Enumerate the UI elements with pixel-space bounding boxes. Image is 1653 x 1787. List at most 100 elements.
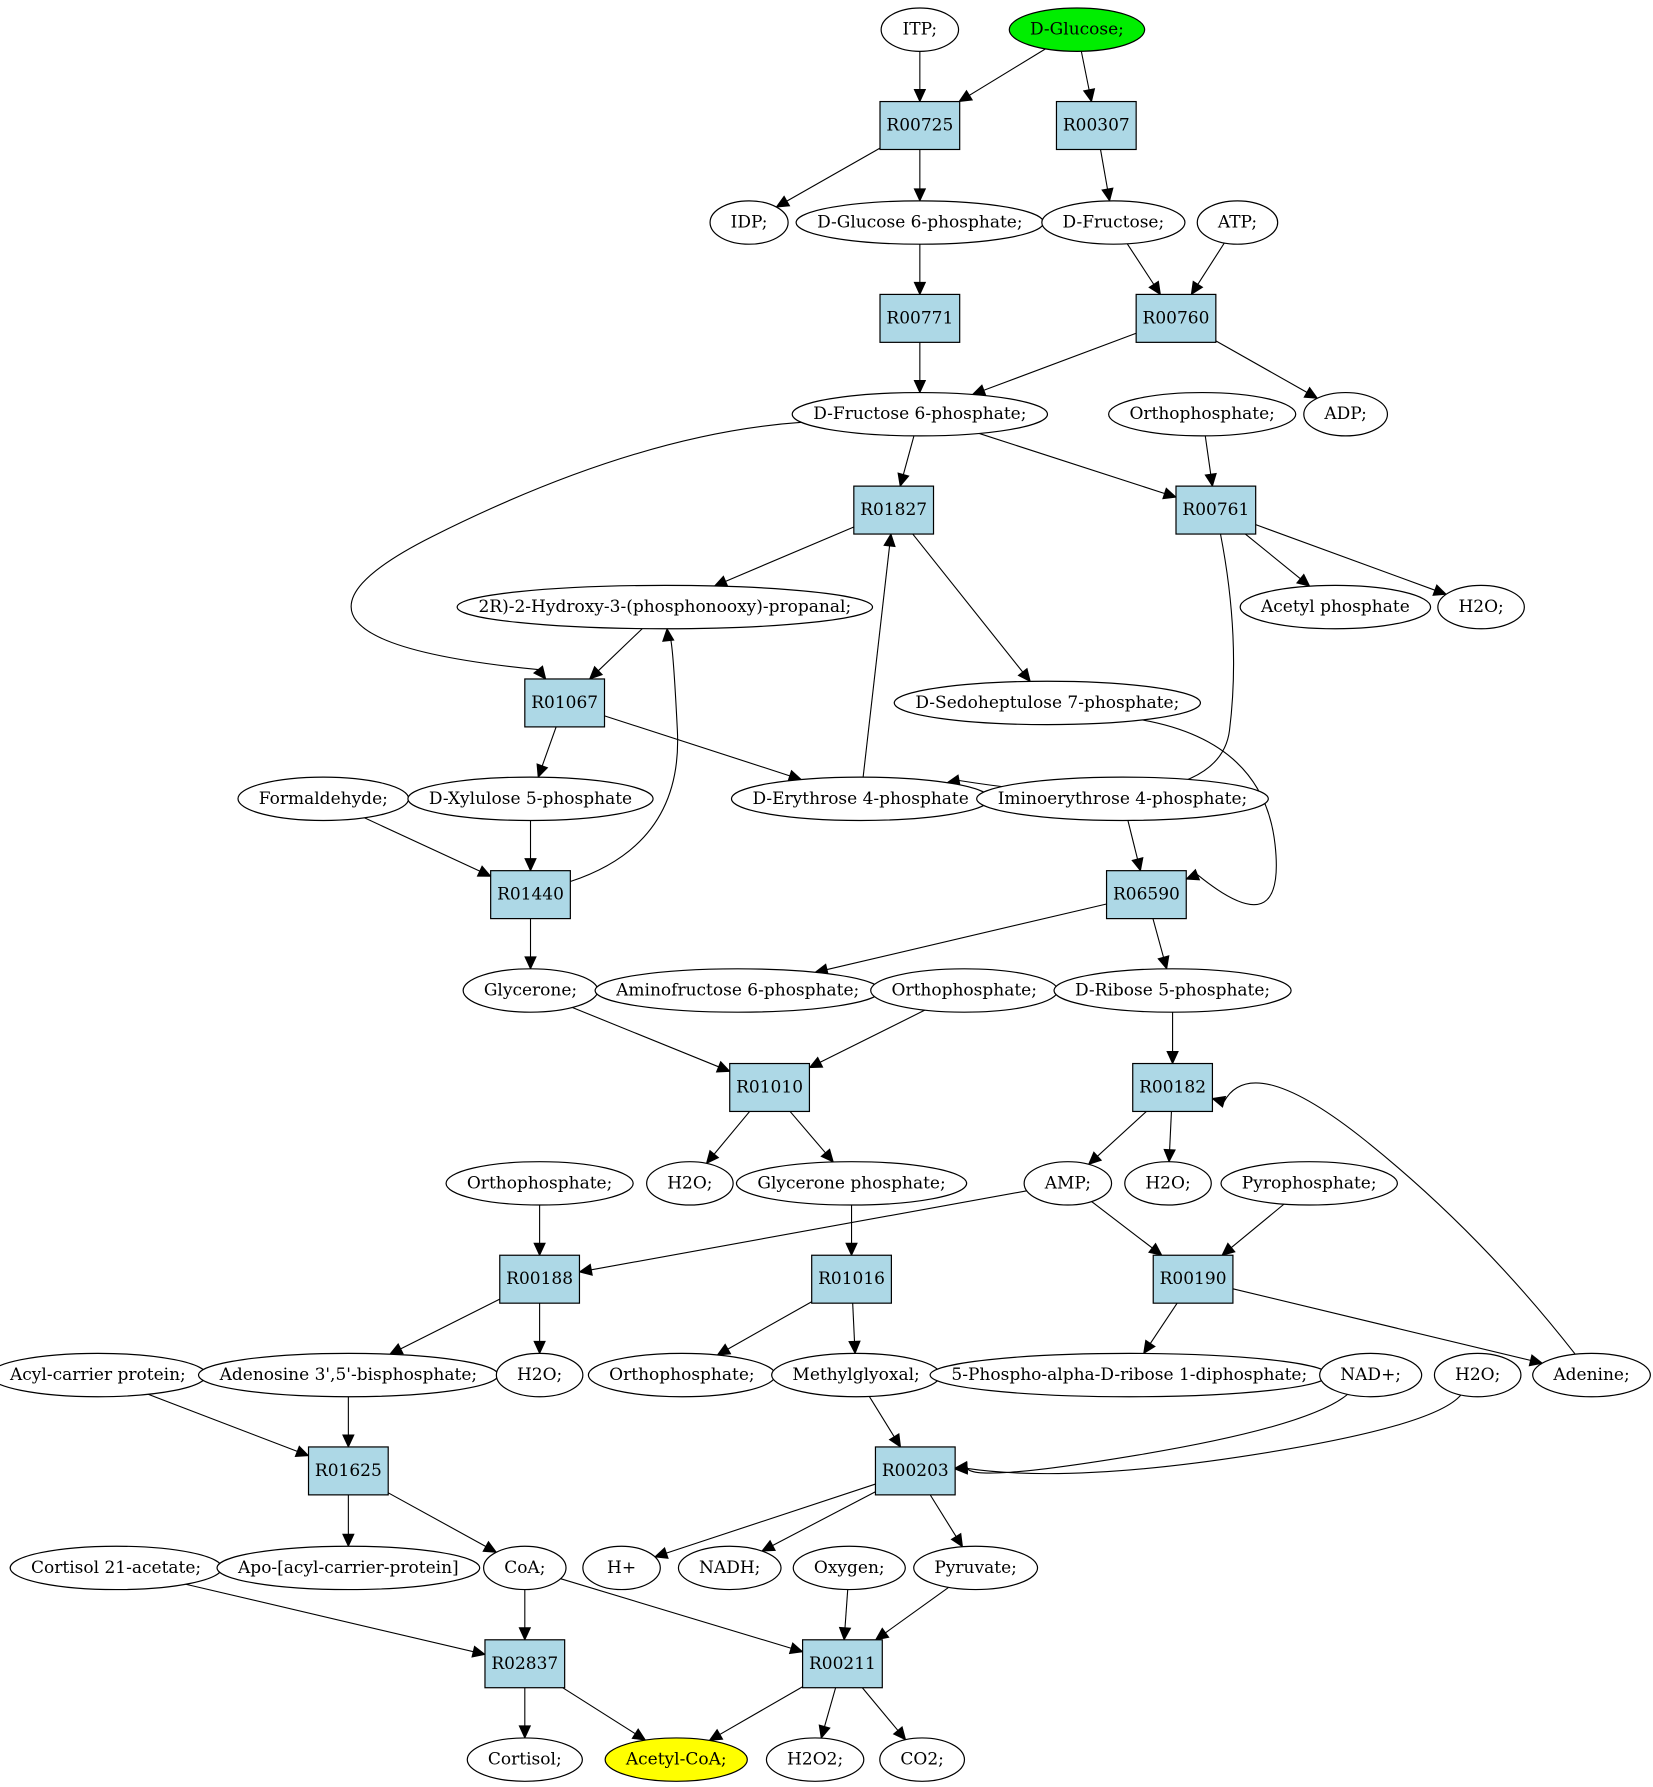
compound-node-h: H+	[582, 1545, 661, 1591]
compound-node-iminoerythrose-4-phosphate: Iminoerythrose 4-phosphate;	[976, 776, 1269, 822]
node-label: D-Xylulose 5-phosphate	[429, 789, 632, 809]
reaction-node-r00760: R00760	[1135, 293, 1217, 343]
arrowhead	[518, 1627, 532, 1641]
compound-node-orthophosphate: Orthophosphate;	[445, 1161, 634, 1206]
compound-node-amp: AMP;	[1023, 1161, 1113, 1206]
arrowhead	[838, 1626, 852, 1641]
arrowhead	[888, 1433, 902, 1448]
arrowhead	[536, 763, 549, 779]
edge-r00761-to-acetylp	[1245, 533, 1311, 587]
arrowhead	[1303, 386, 1319, 399]
node-label: CoA;	[504, 1558, 545, 1578]
edge-r00190-to-adenine	[1232, 1288, 1544, 1367]
edge-r00760-to-adp	[1215, 340, 1319, 399]
node-label: H2O;	[667, 1173, 712, 1193]
compound-ellipse	[1008, 7, 1146, 52]
reaction-node-r01010: R01010	[729, 1062, 811, 1113]
node-label: AMP;	[1044, 1173, 1091, 1193]
arrowhead	[533, 1242, 546, 1257]
arrowhead	[578, 1263, 593, 1276]
edge-line	[824, 1687, 837, 1727]
node-label: Iminoerythrose 4-phosphate;	[998, 789, 1248, 809]
edge-r06590-to-aminof6p	[814, 903, 1107, 976]
edge-ppi-to-r00190	[1221, 1203, 1285, 1257]
compound-ellipse	[1437, 584, 1525, 630]
node-label: R00190	[1160, 1269, 1227, 1289]
edge-r01016-to-ortho4	[716, 1301, 812, 1356]
node-label: D-Erythrose 4-phosphate	[752, 789, 968, 809]
node-label: D-Fructose 6-phosphate;	[813, 404, 1026, 424]
edge-line	[861, 1687, 899, 1731]
edge-e4p-to-r01827	[862, 532, 896, 778]
edge-line	[1091, 1201, 1153, 1249]
arrowhead	[532, 665, 547, 680]
edge-r01067-to-x5p	[536, 726, 557, 779]
edge-line	[1169, 1111, 1172, 1150]
compound-ellipse	[483, 1545, 567, 1591]
edge-amp-to-r00188	[578, 1190, 1027, 1276]
compound-ellipse	[1319, 1352, 1423, 1398]
compound-node-apo-acyl-carrier-protein: Apo-[acyl-carrier-protein]	[216, 1545, 481, 1591]
arrowhead	[913, 89, 927, 103]
edge-line	[819, 1009, 926, 1063]
edge-g6p-to-r00771	[913, 244, 927, 296]
compound-node-formaldehyde: Formaldehyde;	[237, 776, 410, 822]
reaction-box	[874, 1446, 956, 1496]
compound-ellipse	[466, 1737, 583, 1782]
reaction-node-r01067: R01067	[524, 678, 606, 728]
reaction-node-r06590: R06590	[1105, 870, 1187, 920]
reaction-box	[499, 1254, 581, 1304]
edge-line	[562, 1687, 636, 1735]
edge-oxygen-to-r00211	[838, 1589, 852, 1641]
edge-glyceronep-to-r01016	[845, 1205, 858, 1257]
edge-line	[1099, 149, 1109, 190]
edge-line	[364, 817, 481, 872]
compound-node-idp: IDP;	[709, 200, 789, 245]
node-label: ATP;	[1217, 213, 1257, 233]
reaction-box	[1105, 870, 1187, 920]
arrowhead	[708, 1728, 724, 1742]
edge-methylglyoxal-to-r00203	[868, 1396, 902, 1448]
edge-r06590-to-r5p	[1152, 918, 1170, 970]
arrowhead	[1185, 868, 1201, 881]
compound-node-co2: CO2;	[879, 1737, 966, 1782]
edge-line	[978, 432, 1165, 495]
compound-ellipse	[495, 1352, 584, 1398]
compound-node-5-phospho-alpha-d-ribose-1-diphosphate: 5-Phospho-alpha-D-ribose 1-diphosphate;	[929, 1352, 1330, 1398]
compound-ellipse	[216, 1545, 481, 1591]
reaction-node-r00761: R00761	[1175, 485, 1257, 535]
arrowhead	[1131, 857, 1144, 872]
reaction-box	[524, 678, 606, 728]
arrowhead	[897, 472, 910, 488]
node-label: R01625	[315, 1461, 382, 1481]
compound-ellipse	[1196, 200, 1279, 245]
edge-line	[725, 526, 855, 582]
edge-line	[570, 635, 679, 883]
edge-line	[604, 715, 790, 777]
arrowhead	[848, 1340, 861, 1355]
edge-r00761-to-h2o1	[1255, 524, 1448, 596]
arrowhead	[715, 1060, 731, 1073]
compound-ellipse	[880, 7, 960, 52]
edge-r00182-to-h2o3	[1163, 1111, 1176, 1163]
arrowhead	[1190, 280, 1204, 296]
node-label: R00771	[886, 308, 953, 328]
arrowhead	[342, 1434, 355, 1449]
compound-node-atp: ATP;	[1196, 200, 1279, 245]
compound-ellipse	[709, 200, 789, 245]
compound-ellipse	[735, 1161, 968, 1206]
edge-nad-to-r00203	[953, 1393, 1348, 1474]
node-label: Oxygen;	[814, 1558, 885, 1578]
reaction-box	[1055, 100, 1137, 151]
arrowhead	[1204, 472, 1217, 488]
target-compound-node-acetyl-coa: Acetyl-CoA;	[604, 1737, 748, 1782]
edge-line	[387, 1492, 487, 1547]
edge-line	[1097, 1111, 1147, 1157]
node-label: H2O2;	[787, 1750, 843, 1770]
arrowhead	[958, 89, 974, 103]
compound-node-h2o: H2O;	[646, 1161, 734, 1206]
edge-atp-to-r00760	[1190, 242, 1225, 296]
edge-ortho1-to-r00761	[1204, 435, 1217, 488]
edge-r00725-to-idp	[775, 147, 881, 208]
compound-node-d-sedoheptulose-7-phosphate: D-Sedoheptulose 7-phosphate;	[893, 680, 1202, 726]
